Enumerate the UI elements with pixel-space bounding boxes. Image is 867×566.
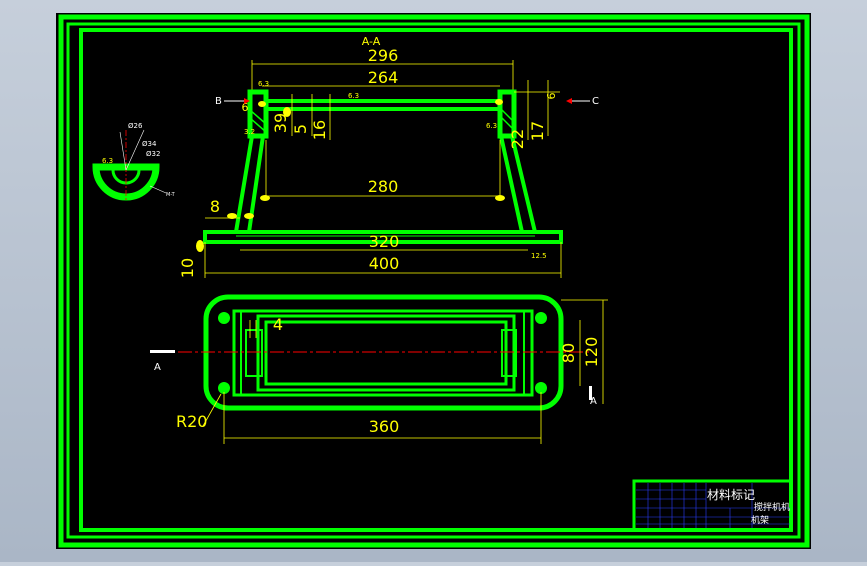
- dim-360: 360: [369, 417, 400, 436]
- frame-outer: [232, 309, 534, 397]
- view-label-c: C: [592, 96, 599, 107]
- detail-phi26: Ø26: [128, 122, 143, 130]
- dim-6-right: 6: [545, 93, 558, 100]
- middle-border: [66, 22, 801, 539]
- dim-400: 400: [369, 254, 400, 273]
- dim-4: 4: [273, 315, 283, 334]
- bolt-hole-tl: [218, 312, 230, 324]
- outer-border: [58, 14, 810, 548]
- roughness-12-5: 12.5: [531, 252, 547, 260]
- dim-280: 280: [368, 177, 399, 196]
- base-plate-outline: [203, 294, 564, 411]
- dim-320: 320: [369, 232, 400, 251]
- dim-120: 120: [582, 337, 601, 368]
- drawing-sheet: [56, 13, 811, 549]
- dim-296: 296: [368, 46, 399, 65]
- dim-16: 16: [310, 120, 329, 140]
- frame-middle: [256, 314, 516, 392]
- bolt-hole-tr: [535, 312, 547, 324]
- title-block-frame: [632, 479, 793, 532]
- bolt-hole-bl: [218, 382, 230, 394]
- section-mark-left: A: [154, 362, 161, 373]
- dim-17: 17: [528, 121, 547, 141]
- detail-thread: M-T: [166, 192, 176, 198]
- section-view-a-a: A-A 296 264: [178, 35, 599, 278]
- title-block: 材料标记 搅拌机机 机架: [632, 479, 793, 532]
- dim-5: 5: [291, 124, 310, 134]
- view-label-b: B: [215, 96, 222, 107]
- dim-264: 264: [368, 68, 399, 87]
- material-mark: 材料标记: [707, 488, 755, 502]
- bolt-hole-br: [535, 382, 547, 394]
- roughness-3-2: 3.2: [244, 128, 255, 136]
- roughness-6-3-top: 6.3: [258, 80, 269, 88]
- detail-phi32: Ø32: [146, 150, 160, 158]
- base-plate: [203, 230, 563, 244]
- dim-8: 8: [210, 197, 220, 216]
- detail-phi34: Ø34: [142, 140, 157, 148]
- roughness-6-3-beam: 6.3: [348, 92, 359, 100]
- detail-roughness: 6.3: [102, 157, 113, 165]
- section-label: A-A: [362, 35, 381, 48]
- section-mark-right: A: [590, 396, 597, 407]
- dim-r20: R20: [176, 412, 207, 431]
- dim-22: 22: [508, 129, 527, 149]
- dim-39: 39: [271, 113, 290, 133]
- inner-border: [79, 28, 793, 532]
- detail-view: Ø26 Ø34 Ø32 6.3 M-T: [92, 122, 176, 201]
- detail-half-ring: [92, 163, 160, 201]
- dim-80: 80: [559, 343, 578, 363]
- dim-6-left: 6: [242, 101, 249, 114]
- dim-10: 10: [178, 258, 197, 278]
- frame-inner: [264, 320, 508, 386]
- drawing-name: 搅拌机机: [754, 501, 790, 513]
- roughness-6-3-right: 6.3: [486, 122, 497, 130]
- part-name: 机架: [751, 514, 769, 526]
- plan-view: A A 4 80 120 R20 360: [150, 294, 608, 444]
